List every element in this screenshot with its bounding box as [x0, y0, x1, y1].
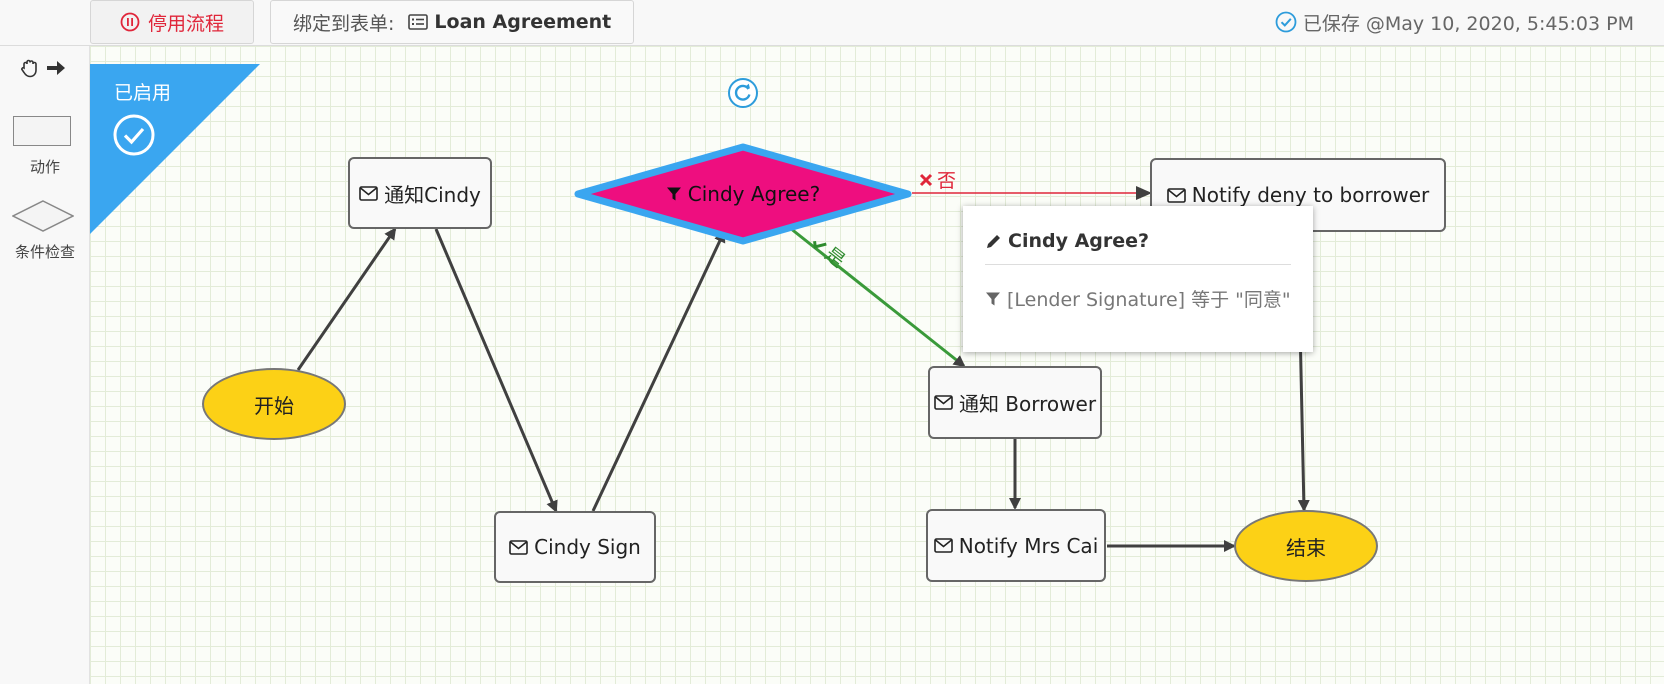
condition-tool-label: 条件检查: [14, 243, 75, 261]
decision-label: Cindy Agree?: [687, 182, 821, 206]
connector-arrow-icon[interactable]: [44, 56, 68, 80]
pause-circle-icon: [120, 12, 140, 32]
bind-form-prefix: 绑定到表单:: [293, 12, 395, 35]
pan-hand-icon[interactable]: [18, 56, 42, 80]
condition-popup[interactable]: Cindy Agree? [Lender Signature] 等于 "同意": [963, 206, 1313, 352]
decision-node-label-wrap[interactable]: Cindy Agree?: [650, 179, 836, 209]
bind-form-button[interactable]: 绑定到表单: Loan Agreement: [270, 0, 634, 44]
node-notify-borrower[interactable]: 通知 Borrower: [928, 366, 1102, 439]
decision-diamond[interactable]: [570, 142, 916, 246]
node-notify-cindy[interactable]: 通知Cindy: [348, 157, 492, 229]
save-status: 已保存 @May 10, 2020, 5:45:03 PM: [1275, 0, 1634, 44]
stop-process-button[interactable]: 停用流程: [90, 0, 254, 44]
node-notify-cindy-label: 通知Cindy: [384, 182, 481, 207]
enabled-check-icon: [113, 114, 155, 156]
node-end[interactable]: 结束: [1234, 510, 1378, 582]
node-end-label: 结束: [1286, 535, 1326, 560]
envelope-icon: [933, 538, 953, 553]
popup-title: Cindy Agree?: [1008, 230, 1150, 252]
action-shape-tool[interactable]: [13, 116, 71, 146]
node-notify-deny-label: Notify deny to borrower: [1191, 183, 1430, 207]
shape-palette: 动作 条件检查: [0, 46, 90, 684]
enabled-label: 已启用: [114, 82, 172, 104]
form-list-icon: [408, 14, 429, 30]
edge-no-label: 否: [919, 166, 956, 193]
edge-cindy-sign-to-decision[interactable]: [591, 230, 726, 512]
node-notify-borrower-label: 通知 Borrower: [958, 392, 1097, 416]
stop-process-label: 停用流程: [147, 12, 224, 35]
node-notify-mrs-cai-label: Notify Mrs Cai: [958, 533, 1099, 558]
node-cindy-sign[interactable]: Cindy Sign: [494, 511, 656, 583]
edge-decision-yes[interactable]: [789, 226, 966, 368]
pencil-icon: [987, 234, 1000, 248]
check-icon: [813, 240, 827, 249]
filter-icon: [666, 187, 681, 201]
node-notify-mrs-cai[interactable]: Notify Mrs Cai: [926, 509, 1106, 582]
toolbar: 停用流程 绑定到表单: Loan Agreement 已保存 @May 10, …: [0, 0, 1664, 46]
close-icon: [919, 173, 933, 186]
node-start-label: 开始: [254, 393, 294, 418]
rotate-handle-icon[interactable]: [727, 77, 759, 109]
bound-form-name: Loan Agreement: [434, 11, 612, 33]
edge-notify-cindy-to-cindy-sign[interactable]: [434, 228, 558, 513]
edge-no-text: 否: [937, 170, 957, 192]
edge-yes-label: 是: [806, 229, 852, 273]
enabled-ribbon: [90, 64, 260, 234]
popup-condition-text: [Lender Signature] 等于 "同意": [1007, 289, 1291, 311]
edge-decision-no-arrowhead: [1136, 186, 1152, 200]
check-circle-icon: [1275, 11, 1297, 33]
envelope-icon: [934, 395, 953, 410]
flow-edges: [296, 186, 1310, 552]
popup-header: Cindy Agree?: [985, 230, 1291, 265]
envelope-icon: [509, 539, 528, 555]
condition-shape-tool[interactable]: [12, 200, 74, 232]
edge-start-to-notify-cindy[interactable]: [296, 227, 397, 371]
envelope-icon: [359, 185, 378, 201]
filter-icon: [986, 292, 1000, 305]
node-start[interactable]: 开始: [202, 368, 346, 440]
saved-timestamp: 已保存 @May 10, 2020, 5:45:03 PM: [1302, 12, 1634, 35]
popup-condition[interactable]: [Lender Signature] 等于 "同意": [985, 285, 1291, 312]
envelope-icon: [1166, 187, 1186, 203]
node-cindy-sign-label: Cindy Sign: [534, 535, 641, 559]
action-tool-label: 动作: [29, 158, 60, 176]
flow-canvas[interactable]: 已启用 Cindy Agree?: [90, 46, 1664, 684]
